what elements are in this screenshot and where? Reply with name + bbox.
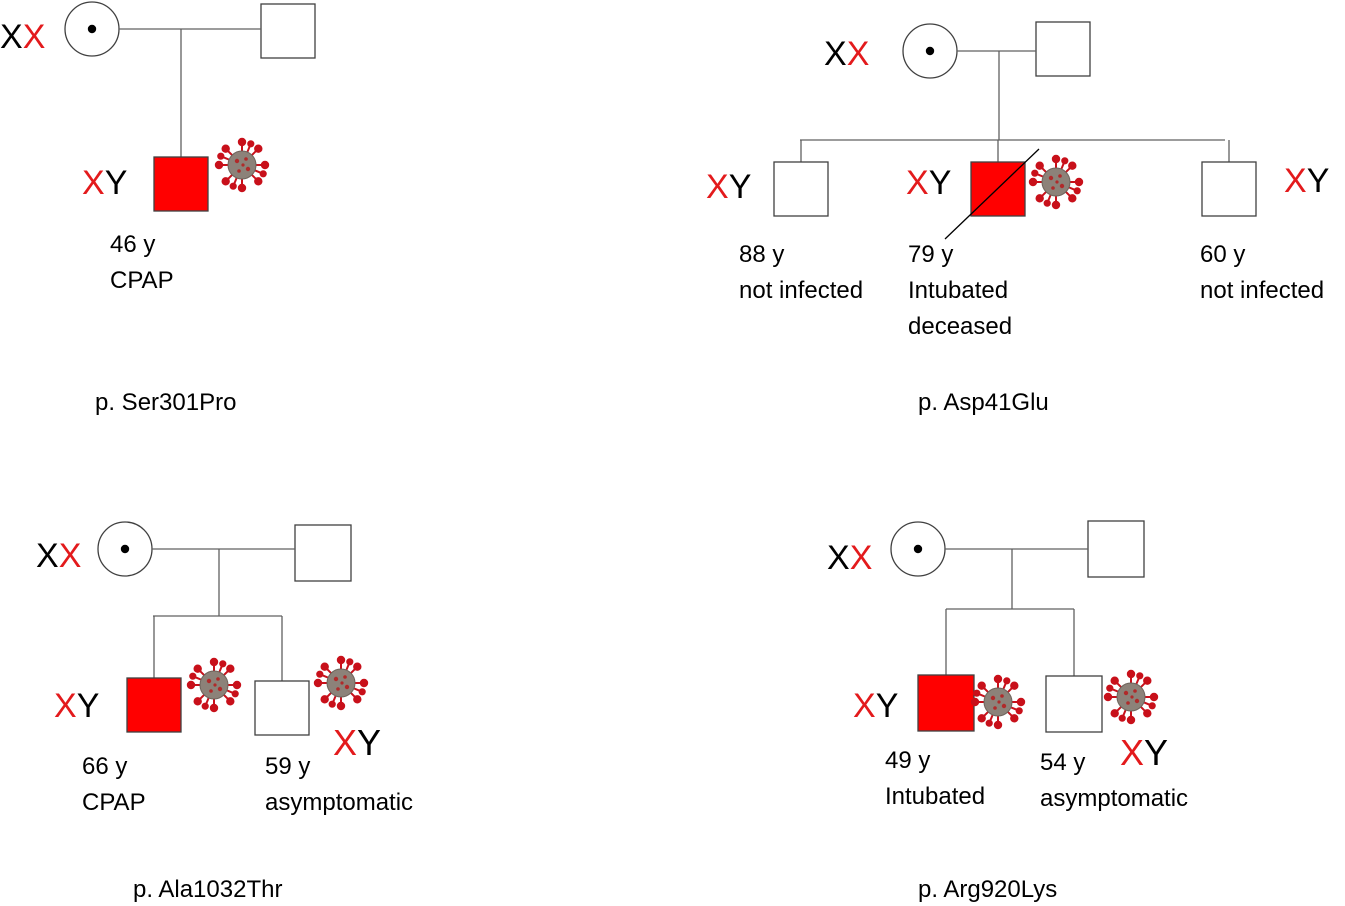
carrier-dot bbox=[87, 24, 97, 34]
unaffected-male-symbol bbox=[254, 680, 310, 736]
mother-genotype: XX bbox=[0, 18, 45, 56]
child-label: 79 y bbox=[908, 241, 953, 268]
child-3: XY 60 y not infected bbox=[1200, 140, 1329, 304]
virus-icon bbox=[186, 657, 242, 713]
allele: Y bbox=[105, 164, 128, 202]
child-label: deceased bbox=[908, 313, 1012, 340]
mother-genotype: XX bbox=[824, 35, 869, 73]
affected-male-symbol bbox=[126, 677, 182, 733]
allele: Y bbox=[876, 687, 899, 725]
child-genotype: XY bbox=[906, 164, 951, 202]
child-label: 66 y bbox=[82, 753, 127, 780]
child-label: asymptomatic bbox=[265, 789, 413, 816]
virus-icon bbox=[313, 655, 369, 711]
unaffected-male-symbol bbox=[1045, 675, 1103, 733]
child-genotype: XY bbox=[1120, 732, 1168, 773]
allele: Y bbox=[1144, 732, 1168, 773]
allele: Y bbox=[357, 722, 381, 763]
father-symbol bbox=[1035, 21, 1091, 77]
allele: X bbox=[853, 687, 876, 725]
child-genotype: XY bbox=[333, 722, 381, 763]
child-1: XY 49 y Intubated bbox=[853, 609, 1026, 810]
child-2: XY 54 y asymptomatic bbox=[1040, 609, 1188, 812]
child-genotype: XY bbox=[706, 168, 751, 206]
child-label: 46 y bbox=[110, 231, 155, 258]
allele: Y bbox=[729, 168, 752, 206]
allele: Y bbox=[1307, 162, 1330, 200]
child-genotype: XY bbox=[54, 687, 99, 725]
unaffected-male-symbol bbox=[1201, 161, 1257, 217]
allele: X bbox=[23, 18, 46, 56]
child-label: CPAP bbox=[110, 267, 174, 294]
allele: X bbox=[54, 687, 77, 725]
virus-icon bbox=[1103, 669, 1159, 725]
child-genotype: XY bbox=[82, 164, 127, 202]
child-label: 59 y bbox=[265, 753, 310, 780]
child-genotype: XY bbox=[1284, 162, 1329, 200]
allele: X bbox=[847, 35, 870, 73]
allele: Y bbox=[77, 687, 100, 725]
deceased-slash bbox=[944, 148, 1040, 240]
child-label: asymptomatic bbox=[1040, 785, 1188, 812]
allele: X bbox=[827, 539, 850, 577]
child-label: CPAP bbox=[82, 789, 146, 816]
child-label: Intubated bbox=[908, 277, 1008, 304]
father-symbol bbox=[260, 3, 316, 59]
allele: Y bbox=[929, 164, 952, 202]
child-2: XY 59 y asymptomatic bbox=[254, 616, 413, 816]
allele: X bbox=[824, 35, 847, 73]
carrier-dot bbox=[120, 544, 130, 554]
child-label: 49 y bbox=[885, 747, 930, 774]
father-symbol bbox=[294, 524, 352, 582]
carrier-dot bbox=[913, 544, 923, 554]
allele: X bbox=[82, 164, 105, 202]
child-label: not infected bbox=[1200, 277, 1324, 304]
variant-label: p. Asp41Glu bbox=[918, 389, 1049, 416]
virus-icon bbox=[970, 674, 1026, 730]
affected-male-symbol bbox=[153, 156, 209, 212]
child-1: XY 46 y CPAP bbox=[82, 137, 270, 294]
allele: X bbox=[1120, 732, 1144, 773]
allele: X bbox=[706, 168, 729, 206]
virus-icon bbox=[1028, 154, 1084, 210]
child-label: Intubated bbox=[885, 783, 985, 810]
child-label: 54 y bbox=[1040, 749, 1085, 776]
allele: X bbox=[906, 164, 929, 202]
child-1: XY 88 y not infected bbox=[706, 140, 863, 304]
child-2: XY 79 y Intubated deceased bbox=[906, 140, 1084, 340]
affected-male-symbol bbox=[917, 674, 975, 732]
allele: X bbox=[1284, 162, 1307, 200]
variant-label: p. Arg920Lys bbox=[918, 876, 1057, 903]
variant-label: p. Ser301Pro bbox=[95, 389, 236, 416]
unaffected-male-symbol bbox=[773, 161, 829, 217]
child-1: XY 66 y CPAP bbox=[54, 616, 242, 816]
mother-genotype: XX bbox=[36, 537, 81, 575]
variant-label: p. Ala1032Thr bbox=[133, 876, 282, 903]
allele: X bbox=[59, 537, 82, 575]
allele: X bbox=[0, 18, 23, 56]
allele: X bbox=[850, 539, 873, 577]
carrier-dot bbox=[925, 46, 935, 56]
father-symbol bbox=[1087, 520, 1145, 578]
child-label: 88 y bbox=[739, 241, 784, 268]
allele: X bbox=[36, 537, 59, 575]
mother-genotype: XX bbox=[827, 539, 872, 577]
virus-icon bbox=[214, 137, 270, 193]
child-label: 60 y bbox=[1200, 241, 1245, 268]
allele: X bbox=[333, 722, 357, 763]
child-genotype: XY bbox=[853, 687, 898, 725]
child-label: not infected bbox=[739, 277, 863, 304]
